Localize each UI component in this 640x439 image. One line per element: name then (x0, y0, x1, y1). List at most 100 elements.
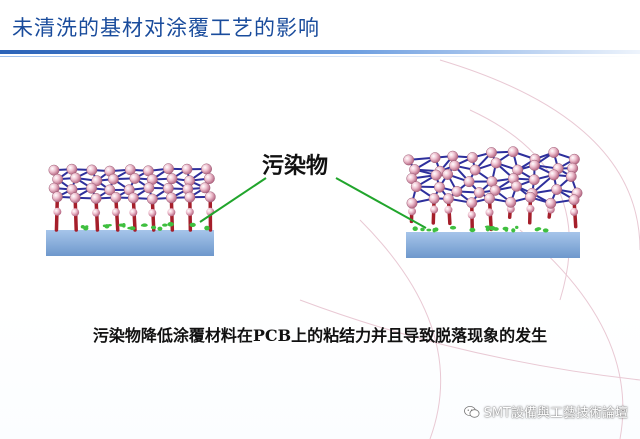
watermark: SMT設備與工藝技術論壇 (463, 402, 628, 421)
network-node (442, 168, 454, 180)
coating-network-right (403, 146, 583, 219)
pointer-line-right (335, 177, 427, 229)
network-node (48, 164, 60, 176)
network-node (166, 173, 178, 185)
network-node (451, 185, 463, 197)
network-node (565, 171, 577, 182)
network-node (568, 194, 580, 206)
contaminant-particle (432, 228, 436, 233)
network-node (167, 208, 176, 217)
contaminant-particle (189, 222, 196, 228)
network-node (201, 163, 212, 175)
network-node (469, 164, 481, 176)
network-node (185, 207, 194, 216)
network-node (181, 163, 193, 175)
network-node (163, 163, 174, 175)
contaminant-particle (515, 225, 519, 230)
contaminant-particle (167, 221, 174, 227)
pointer-line-left (199, 177, 267, 223)
network-node (146, 193, 158, 205)
network-node (165, 192, 177, 204)
network-node (545, 197, 557, 209)
network-node (403, 154, 415, 166)
network-node (90, 192, 102, 204)
network-node (53, 207, 62, 216)
network-node (505, 196, 517, 208)
network-node (70, 172, 81, 184)
network-node (490, 157, 502, 169)
contaminant-label: 污染物 (262, 153, 329, 179)
contaminant-particle (157, 226, 163, 231)
title-underline-thin (0, 56, 640, 57)
network-node (442, 193, 454, 205)
network-node (410, 181, 422, 193)
contaminant-particle (542, 228, 549, 233)
network-node (434, 181, 445, 193)
title-underline (0, 50, 640, 54)
network-node (69, 192, 81, 204)
network-node (526, 204, 535, 213)
network-node (71, 208, 80, 217)
network-node (529, 159, 540, 171)
contaminant-particle (449, 225, 457, 230)
network-node (551, 184, 563, 195)
network-node (124, 164, 136, 176)
network-node (484, 193, 495, 204)
network-node (467, 210, 476, 219)
contaminant-particle (80, 224, 85, 229)
network-node (92, 208, 101, 217)
contaminant-particle (162, 223, 168, 227)
network-node (429, 152, 441, 164)
network-node (485, 208, 494, 217)
network-node (104, 184, 116, 196)
network-node (129, 172, 141, 184)
contaminant-particle (511, 228, 516, 233)
substrate-left (46, 230, 214, 256)
network-node (110, 192, 122, 203)
contaminant-particle (469, 227, 476, 233)
network-node (548, 169, 560, 181)
network-node (428, 193, 440, 204)
network-node (570, 207, 579, 216)
network-node (447, 150, 459, 162)
contaminant-particle (412, 226, 418, 231)
network-node (511, 180, 522, 192)
network-node (430, 205, 439, 214)
contaminant-particle (420, 227, 425, 232)
contaminant-particle (493, 227, 499, 231)
network-node (129, 208, 138, 217)
contaminant-particle (484, 225, 491, 229)
network-node (127, 192, 139, 204)
network-node (406, 197, 418, 209)
substrate-right (406, 232, 580, 258)
network-node (489, 184, 501, 196)
network-node (184, 191, 196, 203)
network-node (408, 207, 417, 216)
network-node (111, 208, 120, 217)
network-node (524, 191, 536, 203)
network-node (86, 182, 98, 194)
contaminant-particle (85, 225, 89, 228)
network-node (203, 173, 215, 184)
network-node (507, 146, 519, 158)
contaminant-particle (141, 223, 148, 227)
contaminant-particle (536, 227, 542, 231)
network-node (148, 208, 157, 217)
network-node (107, 173, 119, 185)
network-node (568, 153, 580, 165)
contaminant-particles (80, 221, 549, 233)
network-node (449, 160, 460, 172)
watermark-text: SMT設備與工藝技術論壇 (483, 406, 628, 421)
contaminant-particle (502, 226, 509, 231)
network-node (91, 175, 103, 187)
network-node (162, 182, 174, 194)
network-node (466, 197, 478, 209)
coating-network-left (48, 163, 216, 217)
network-node (528, 174, 540, 186)
network-node (143, 182, 155, 194)
slide-title: 未清洗的基材对涂覆工艺的影响 (12, 16, 320, 40)
network-node (430, 169, 442, 181)
slide-caption: 污染物降低涂覆材料在PCB上的粘结力并且导致脱落现象的发生 (92, 326, 548, 345)
